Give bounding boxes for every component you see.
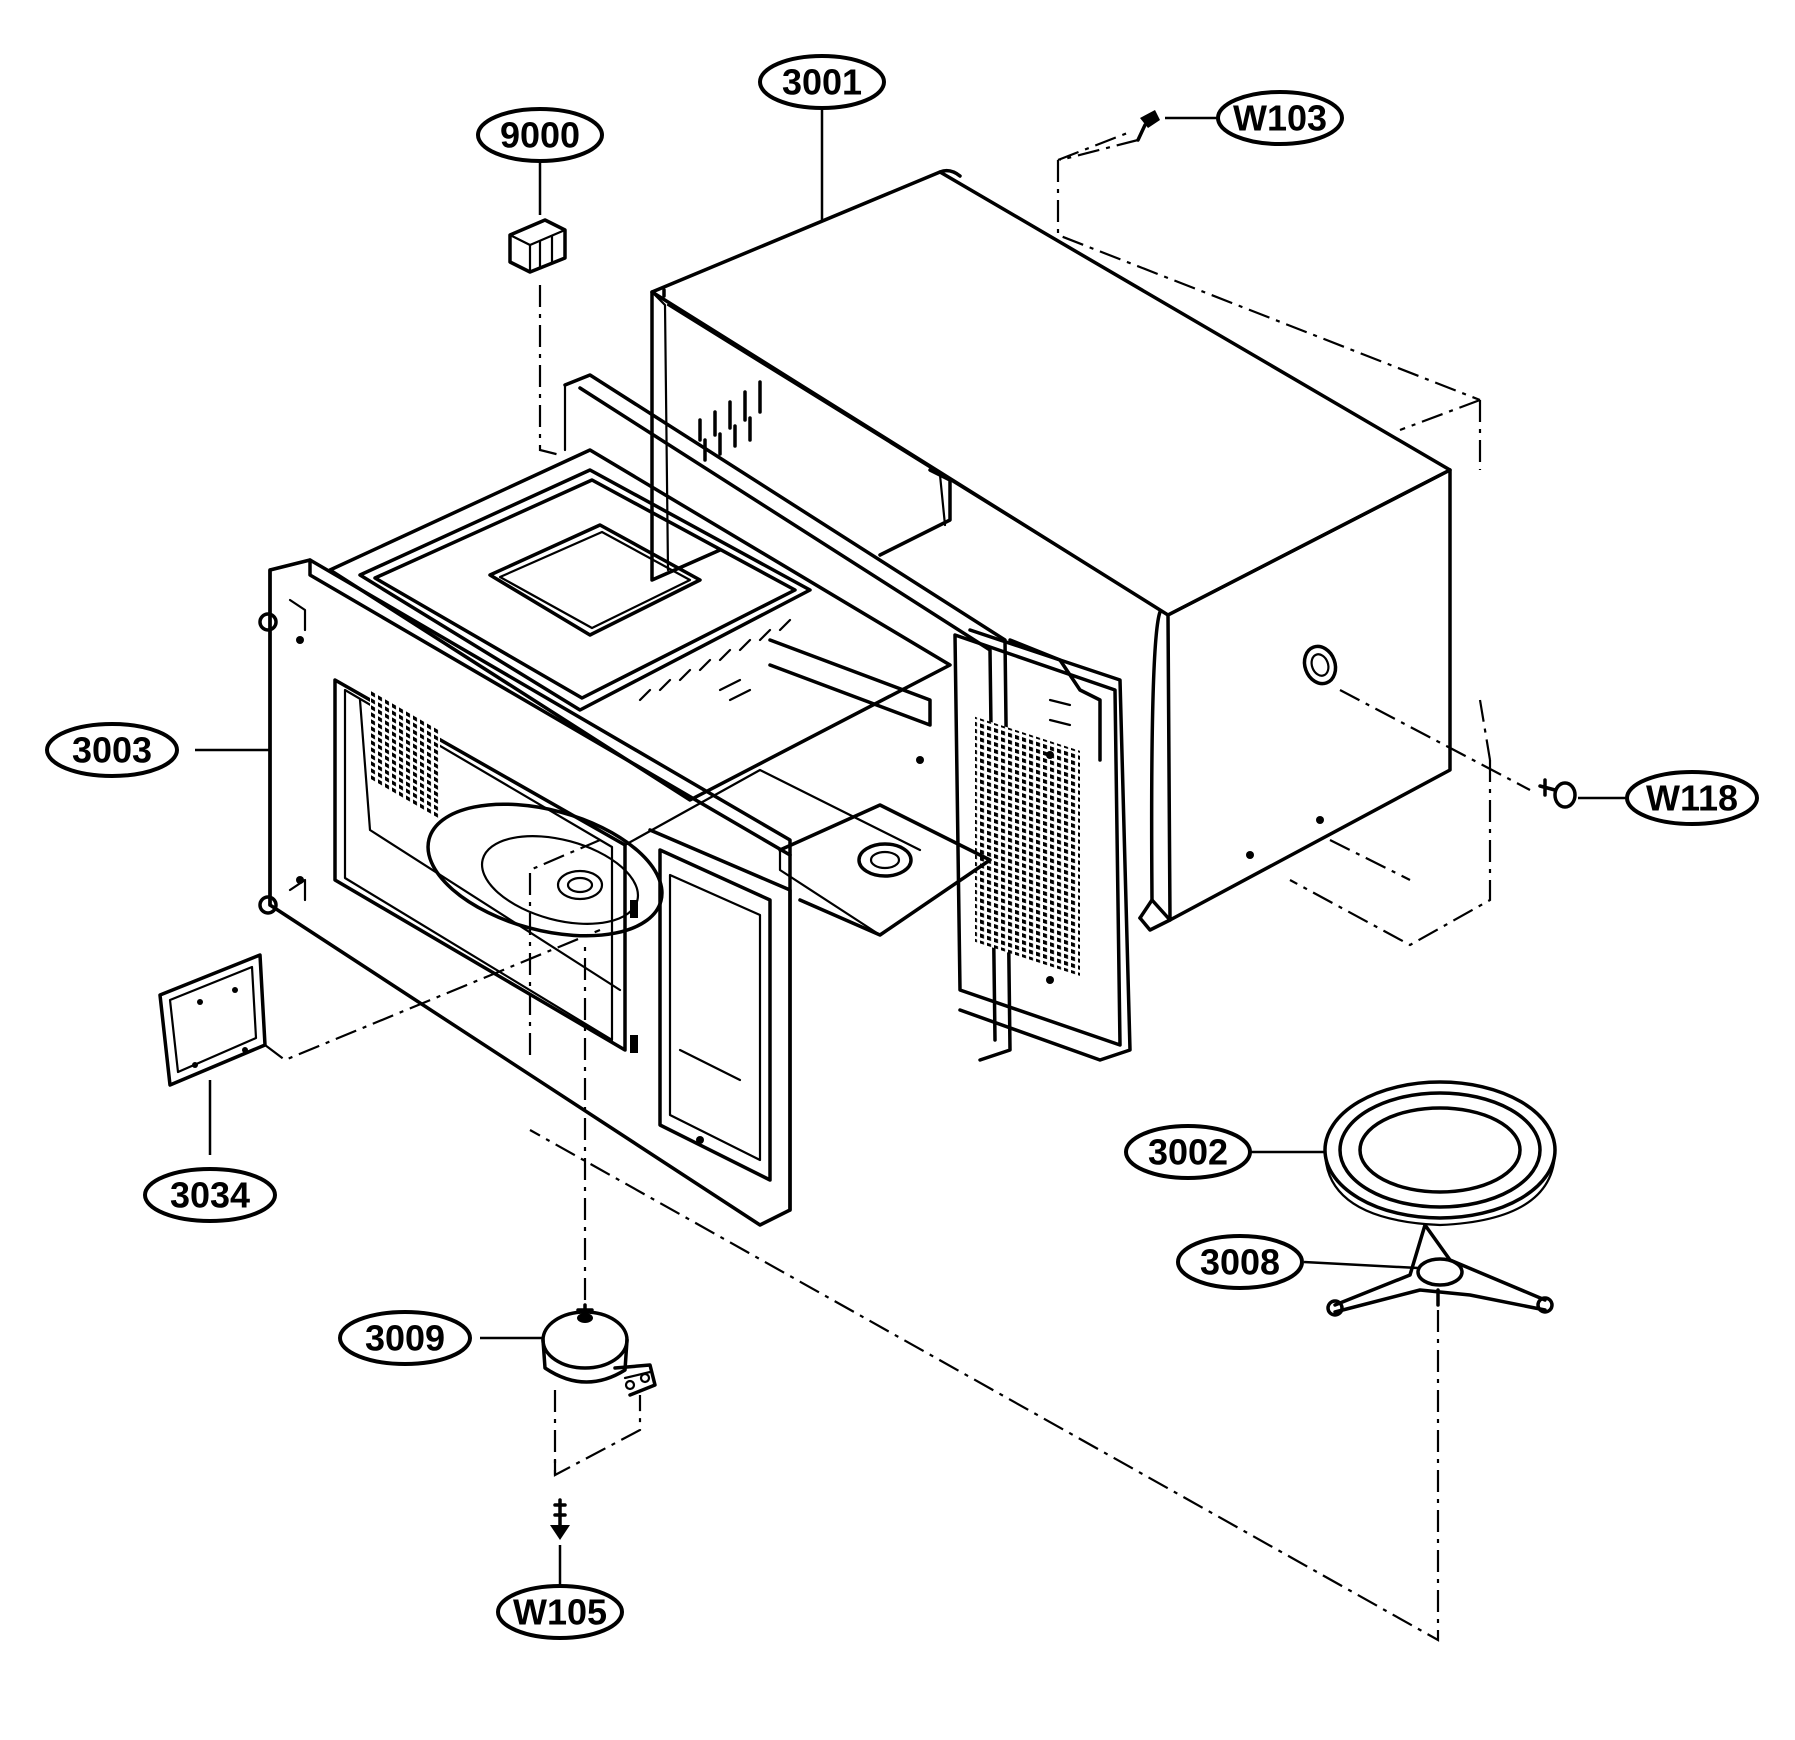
part-3009-turntable-motor [541, 1303, 657, 1397]
callout-3003: 3003 [45, 722, 179, 778]
part-3002-glass-tray [1323, 1080, 1557, 1227]
callout-label: 3008 [1200, 1242, 1280, 1283]
callout-3002: 3002 [1124, 1124, 1252, 1180]
leader-lines [195, 110, 1628, 1590]
part-9000-assembly-line [538, 285, 561, 457]
callout-w118: W118 [1625, 770, 1759, 826]
callout-3008: 3008 [1176, 1234, 1304, 1290]
callout-label: 3003 [72, 730, 152, 771]
callout-3009: 3009 [338, 1310, 472, 1366]
case-assembly-lines [1056, 130, 1531, 947]
callout-w105: W105 [496, 1584, 624, 1640]
callout-9000: 9000 [476, 107, 604, 163]
callout-label: 9000 [500, 115, 580, 156]
part-3034-cover [158, 953, 267, 1087]
screw-w118 [1538, 778, 1577, 809]
callout-label: W105 [513, 1592, 607, 1633]
screw-w103 [1136, 110, 1160, 142]
callout-label: 3002 [1148, 1132, 1228, 1173]
cavity-assembly [258, 373, 1132, 1227]
screw-w105 [550, 1498, 570, 1540]
callout-label: W103 [1233, 98, 1327, 139]
callout-3001: 3001 [758, 54, 886, 110]
callout-label: 3009 [365, 1318, 445, 1359]
part-9000-block [508, 218, 567, 274]
callout-3034: 3034 [143, 1167, 277, 1223]
callout-label: W118 [1646, 778, 1738, 819]
callout-w103: W103 [1216, 90, 1344, 146]
callout-label: 3001 [782, 62, 862, 103]
callout-label: 3034 [170, 1175, 250, 1216]
part-3008-roller-guide [1326, 1223, 1554, 1317]
